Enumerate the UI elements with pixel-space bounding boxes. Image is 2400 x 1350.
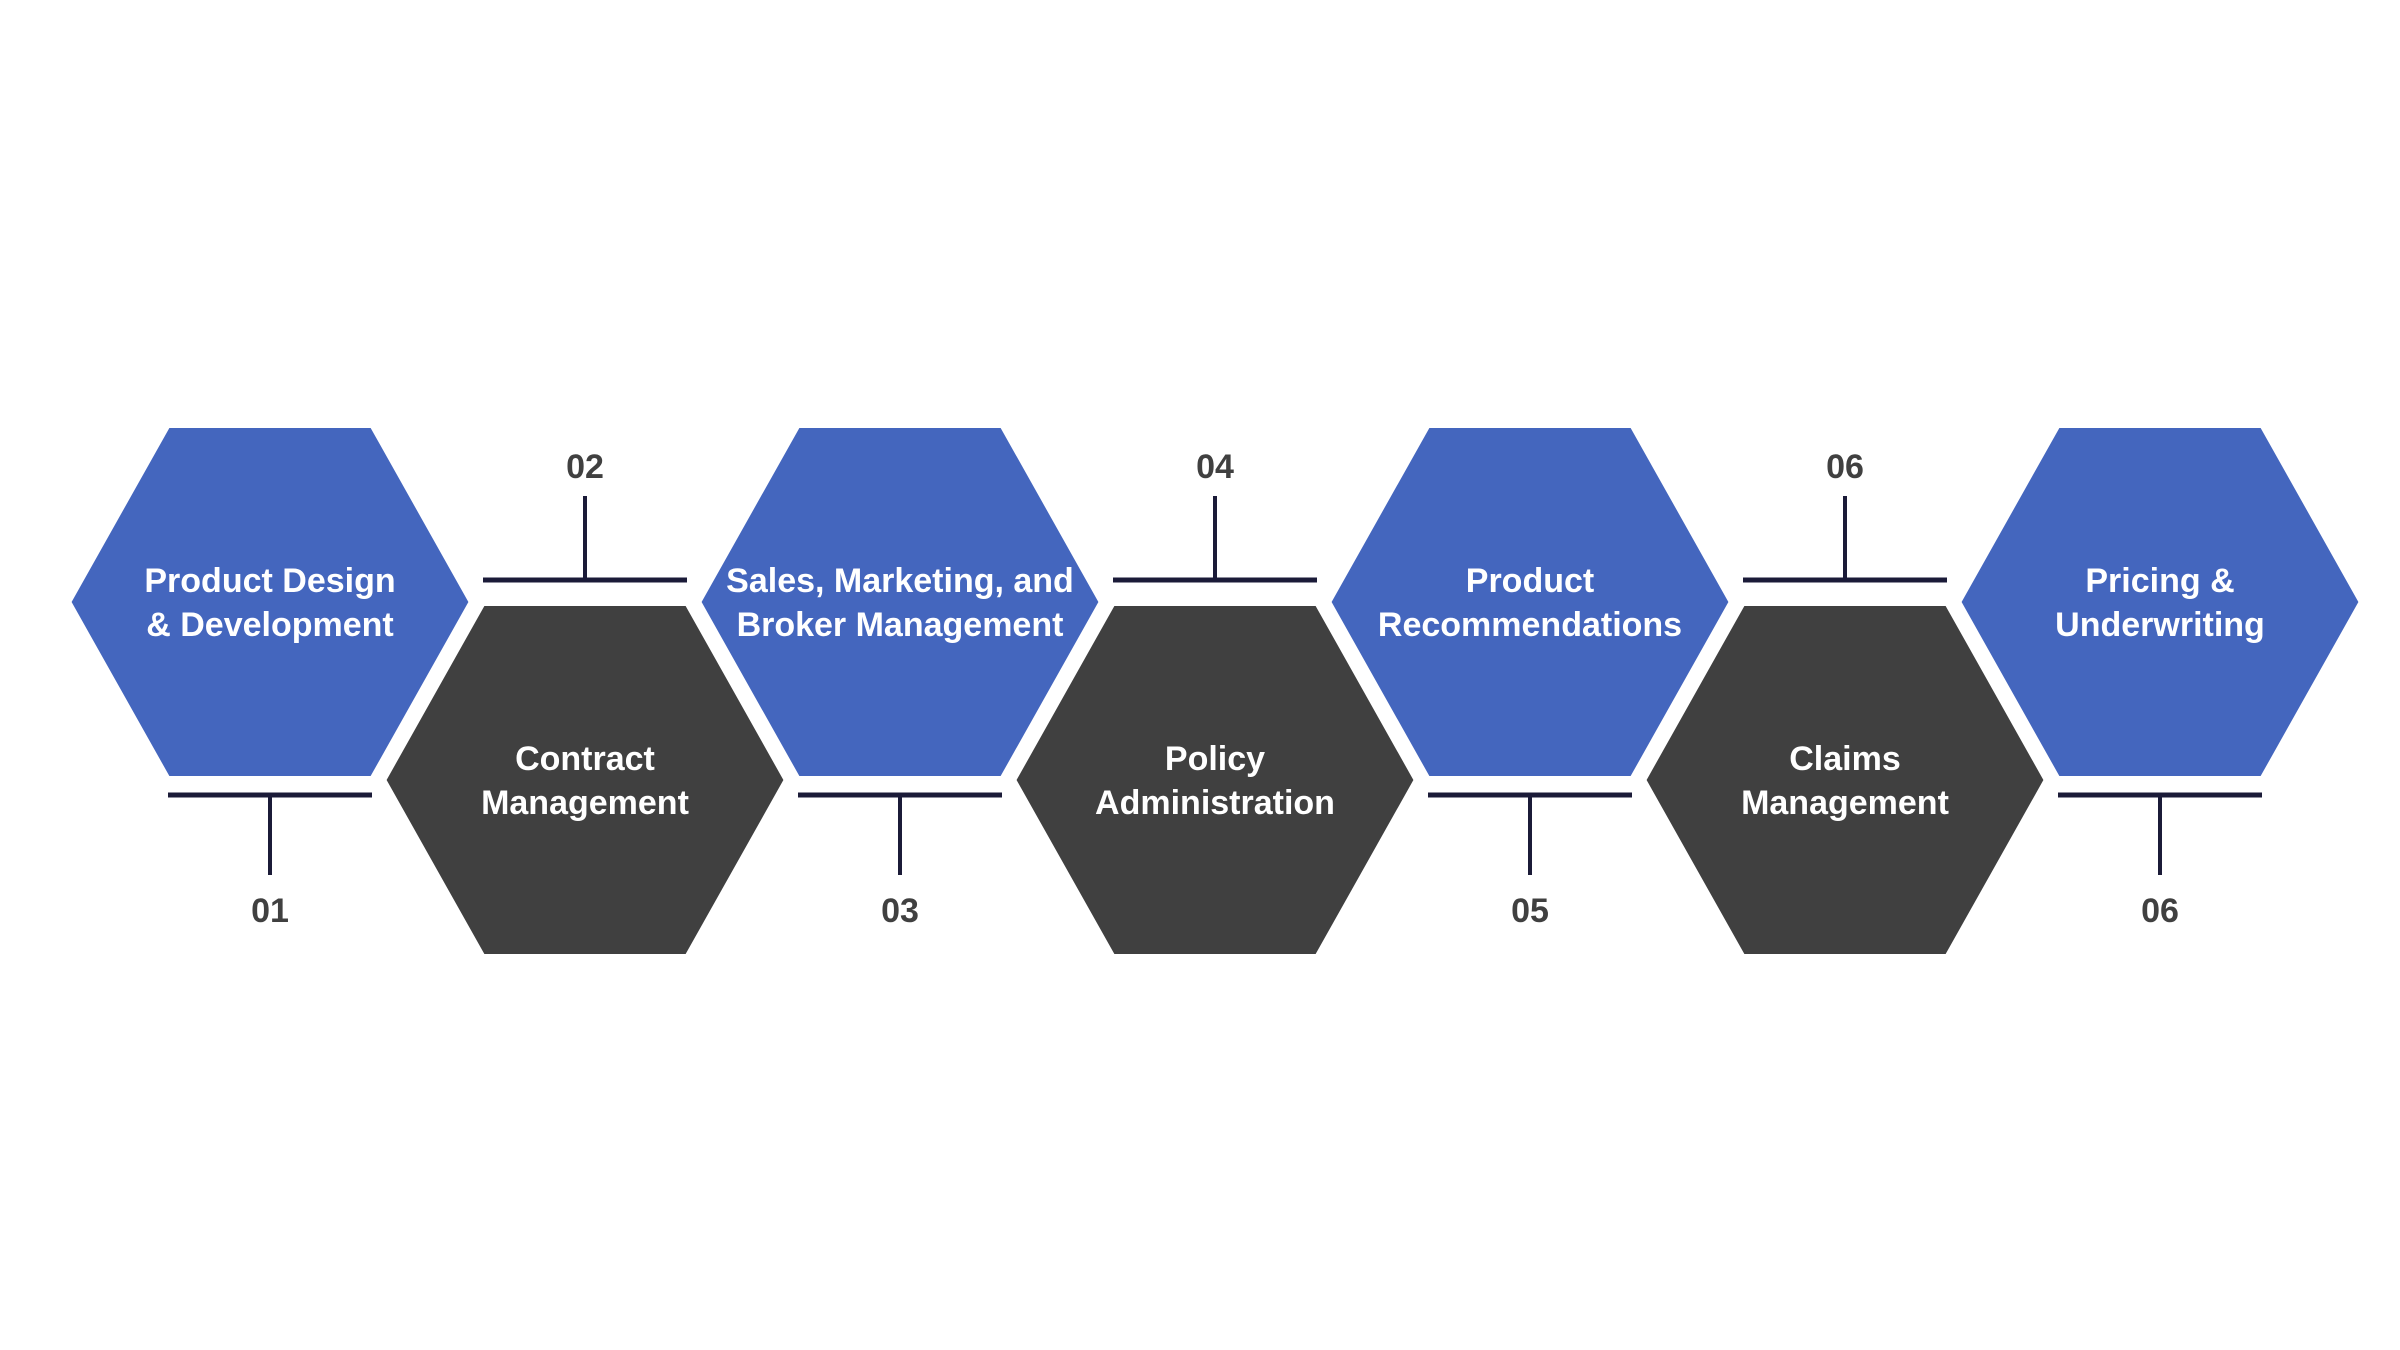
step-connector: 01 (168, 792, 372, 930)
hexagon-top (1322, 420, 1738, 784)
step-label-line: Pricing & (2085, 562, 2234, 600)
step-number: 01 (251, 892, 289, 930)
process-step: Product Design & Development (62, 420, 478, 784)
step-connector: 06 (2058, 792, 2262, 930)
step-number: 05 (1511, 892, 1549, 930)
step-number: 03 (881, 892, 919, 930)
step-label-line: Administration (1095, 784, 1335, 822)
step-connector: 02 (483, 448, 687, 583)
step-number: 06 (1826, 448, 1864, 486)
hexagon-bottom (1007, 598, 1423, 962)
hexagon-top (1952, 420, 2368, 784)
step-connector: 03 (798, 792, 1002, 930)
connectors-layer: 01 02 03 04 05 06 06 (168, 448, 2262, 930)
step-connector: 05 (1428, 792, 1632, 930)
hexagon-bottom (1637, 598, 2053, 962)
process-step: Pricing & Underwriting (1952, 420, 2368, 784)
step-number: 04 (1196, 448, 1234, 486)
step-label-line: Management (481, 784, 689, 822)
step-label-line: Product (1466, 562, 1594, 600)
step-number: 02 (566, 448, 604, 486)
hexagon-top (62, 420, 478, 784)
step-label-line: Product Design (144, 562, 395, 600)
step-label-line: Claims (1789, 740, 1901, 778)
hexagon-bottom (377, 598, 793, 962)
hexagon-top (692, 420, 1108, 784)
step-label-line: Broker Management (737, 606, 1064, 644)
step-label-line: Policy (1165, 740, 1265, 778)
hexagons-layer: Product Design & DevelopmentContractManag… (62, 420, 2368, 962)
step-connector: 04 (1113, 448, 1317, 583)
step-number: 06 (2141, 892, 2179, 930)
step-label-line: Contract (515, 740, 655, 778)
step-label-line: Management (1741, 784, 1949, 822)
step-connector: 06 (1743, 448, 1947, 583)
step-label-line: Underwriting (2055, 606, 2265, 644)
step-label-line: Recommendations (1378, 606, 1682, 644)
step-label-line: Sales, Marketing, and (726, 562, 1074, 600)
step-label-line: & Development (146, 606, 394, 644)
